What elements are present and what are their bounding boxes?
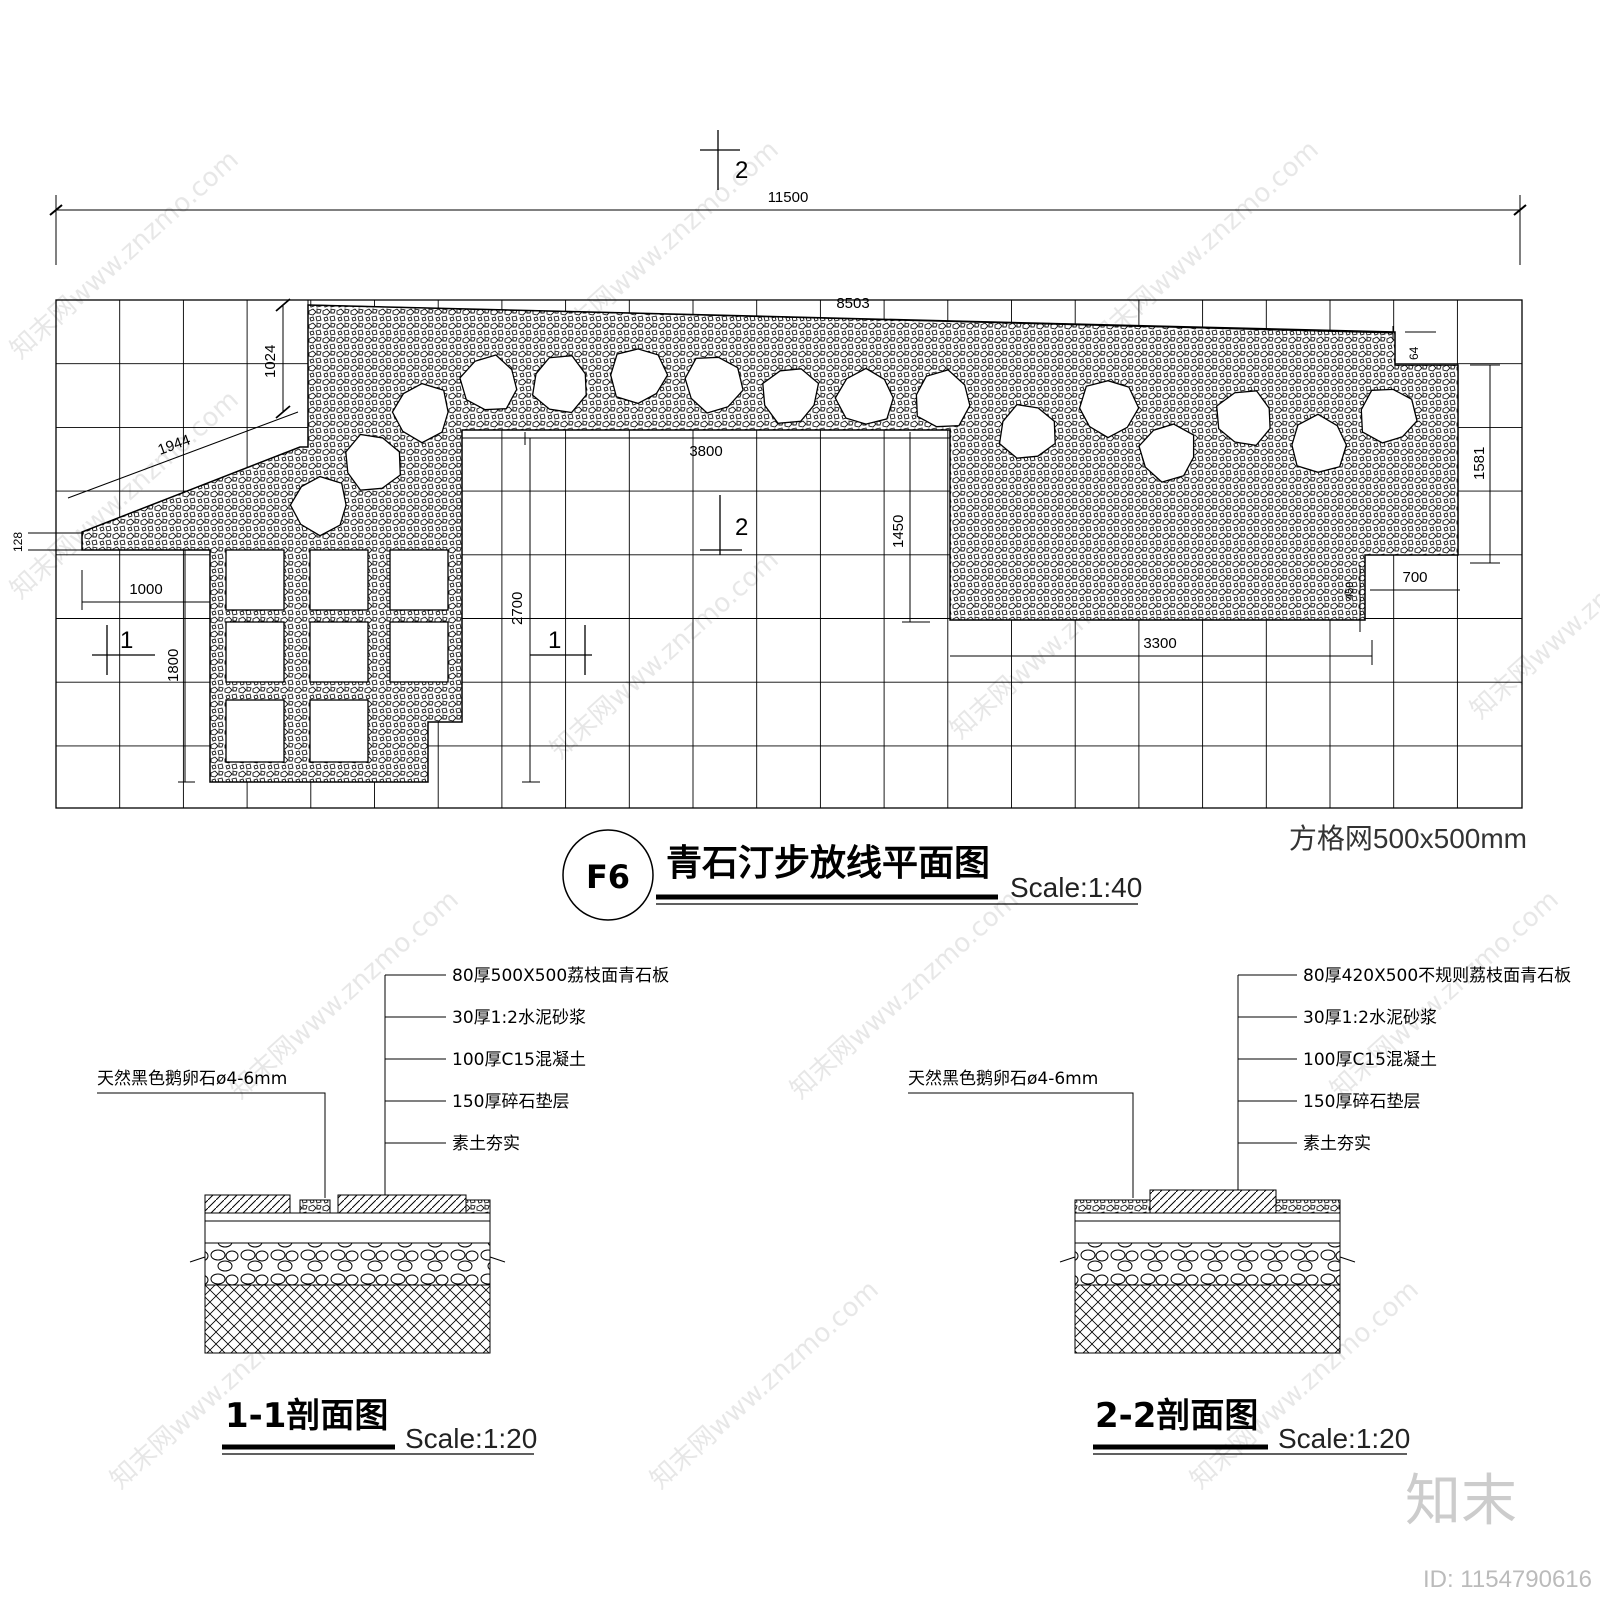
stepping-stone: [834, 367, 894, 425]
watermark-text: 知末网www.znzmo.com: [1465, 505, 1600, 725]
layer-label: 150厚碎石垫层: [1303, 1092, 1420, 1112]
section-cut-1-left: 1: [92, 625, 155, 675]
dim-2700-text: 2700: [509, 592, 526, 625]
watermark-id: ID: 1154790616: [1423, 1566, 1592, 1593]
plan-title: 青石汀步放线平面图: [666, 843, 990, 884]
layer-label: 100厚C15混凝土: [1303, 1050, 1437, 1070]
watermark-text: 知末网www.znzmo.com: [1325, 885, 1565, 1105]
pebble-label: 天然黑色鹅卵石ø4-6mm: [908, 1069, 1098, 1089]
title-badge-circle: [562, 829, 654, 921]
section-cut-2-top: 2: [700, 130, 748, 190]
watermark-text: 知末网www.znzmo.com: [645, 1275, 885, 1495]
dim-3300-text: 3300: [1143, 635, 1176, 652]
dim-8503-text: 8503: [836, 295, 869, 312]
dimension-8503: 8503: [307, 295, 1394, 340]
stepping-stone: [762, 368, 820, 424]
dimension-1800: 1800: [165, 550, 195, 783]
stepping-stone: [998, 403, 1056, 459]
stepping-stone: [531, 355, 587, 414]
layer-label: 素土夯实: [1303, 1134, 1371, 1154]
dimension-1024: 1024: [262, 298, 291, 419]
stepping-stone: [1360, 388, 1418, 444]
dim-3800-text: 3800: [689, 443, 722, 460]
stepping-stone: [610, 348, 669, 405]
layer-label: 30厚1:2水泥砂浆: [1303, 1008, 1437, 1028]
stepping-stone: [684, 356, 744, 414]
dimension-1000: 1000: [81, 570, 210, 610]
dim-1024-text: 1024: [262, 345, 279, 378]
section-cut-1-right: 1: [530, 625, 592, 675]
section-mark-2: 2: [735, 157, 748, 184]
stepping-stone: [289, 475, 347, 537]
dimension-overall: 11500: [49, 189, 1527, 265]
layer-label: 素土夯实: [452, 1134, 520, 1154]
title-badge: F6: [586, 858, 630, 896]
dimension-3300: 3300: [950, 635, 1373, 665]
section-1-1: 80厚500X500荔枝面青石板 30厚1:2水泥砂浆 100厚C15混凝土 150厚…: [97, 966, 669, 1455]
section-1-title: 1-1剖面图: [225, 1396, 388, 1436]
dimension-2700: 2700: [509, 438, 540, 783]
dim-1800-text: 1800: [165, 649, 182, 682]
dim-1000-text: 1000: [129, 581, 162, 598]
layer-label: 150厚碎石垫层: [452, 1092, 569, 1112]
dimension-700: 700: [1370, 569, 1460, 591]
stepping-stone: [1138, 423, 1195, 483]
stepping-stone: [391, 382, 449, 444]
layer-label: 30厚1:2水泥砂浆: [452, 1008, 586, 1028]
section-2-title: 2-2剖面图: [1095, 1396, 1258, 1436]
section-2-2: 80厚420X500不规则荔枝面青石板 30厚1:2水泥砂浆 100厚C15混凝土 1…: [908, 966, 1571, 1455]
watermark-text: 知末网www.znzmo.com: [5, 145, 245, 365]
stepping-stone: [459, 354, 518, 411]
layer-label: 80厚420X500不规则荔枝面青石板: [1303, 966, 1571, 986]
dimension-1450: 1450: [890, 438, 930, 623]
section-2-scale: Scale:1:20: [1278, 1423, 1410, 1454]
stepping-stone: [1216, 390, 1271, 447]
dim-overall-text: 11500: [768, 189, 809, 206]
dim-128-text: 128: [11, 532, 25, 552]
grid-note: 方格网500x500mm: [1289, 823, 1527, 854]
dimension-64: 64: [1405, 331, 1436, 366]
square-stepping-stones: [225, 549, 449, 763]
section-mark-2: 2: [735, 514, 748, 541]
watermark-logo: 知末: [1405, 1469, 1517, 1534]
pebble-label: 天然黑色鹅卵石ø4-6mm: [97, 1069, 287, 1089]
section-1-scale: Scale:1:20: [405, 1423, 537, 1454]
layer-label: 100厚C15混凝土: [452, 1050, 586, 1070]
dimension-3800: 3800: [462, 432, 950, 460]
irregular-stepping-stones: [289, 348, 1418, 537]
dimension-small: 450: [1344, 565, 1361, 632]
layer-label: 80厚500X500荔枝面青石板: [452, 966, 669, 986]
stepping-stone: [345, 433, 401, 491]
dim-1581-text: 1581: [1471, 447, 1488, 480]
plan-scale: Scale:1:40: [1010, 872, 1142, 903]
section-mark-1: 1: [548, 627, 561, 654]
stepping-stone: [1291, 413, 1348, 473]
dim-700-text: 700: [1402, 569, 1427, 586]
dimension-128: 128: [11, 532, 84, 552]
stepping-stone: [915, 369, 971, 428]
section-mark-1: 1: [120, 627, 133, 654]
dim-small-text: 450: [1344, 582, 1356, 600]
plan-title-block: F6 青石汀步放线平面图 Scale:1:40: [562, 829, 1142, 921]
section-cut-2-mid: 2: [700, 495, 748, 555]
dim-1450-text: 1450: [890, 515, 907, 548]
dimension-1581: 1581: [1470, 364, 1500, 564]
watermark-text: 知末网www.znzmo.com: [1085, 135, 1325, 355]
stepping-stone: [1078, 380, 1140, 439]
paving-area: [81, 304, 1459, 783]
dim-64-text: 64: [1407, 346, 1421, 360]
